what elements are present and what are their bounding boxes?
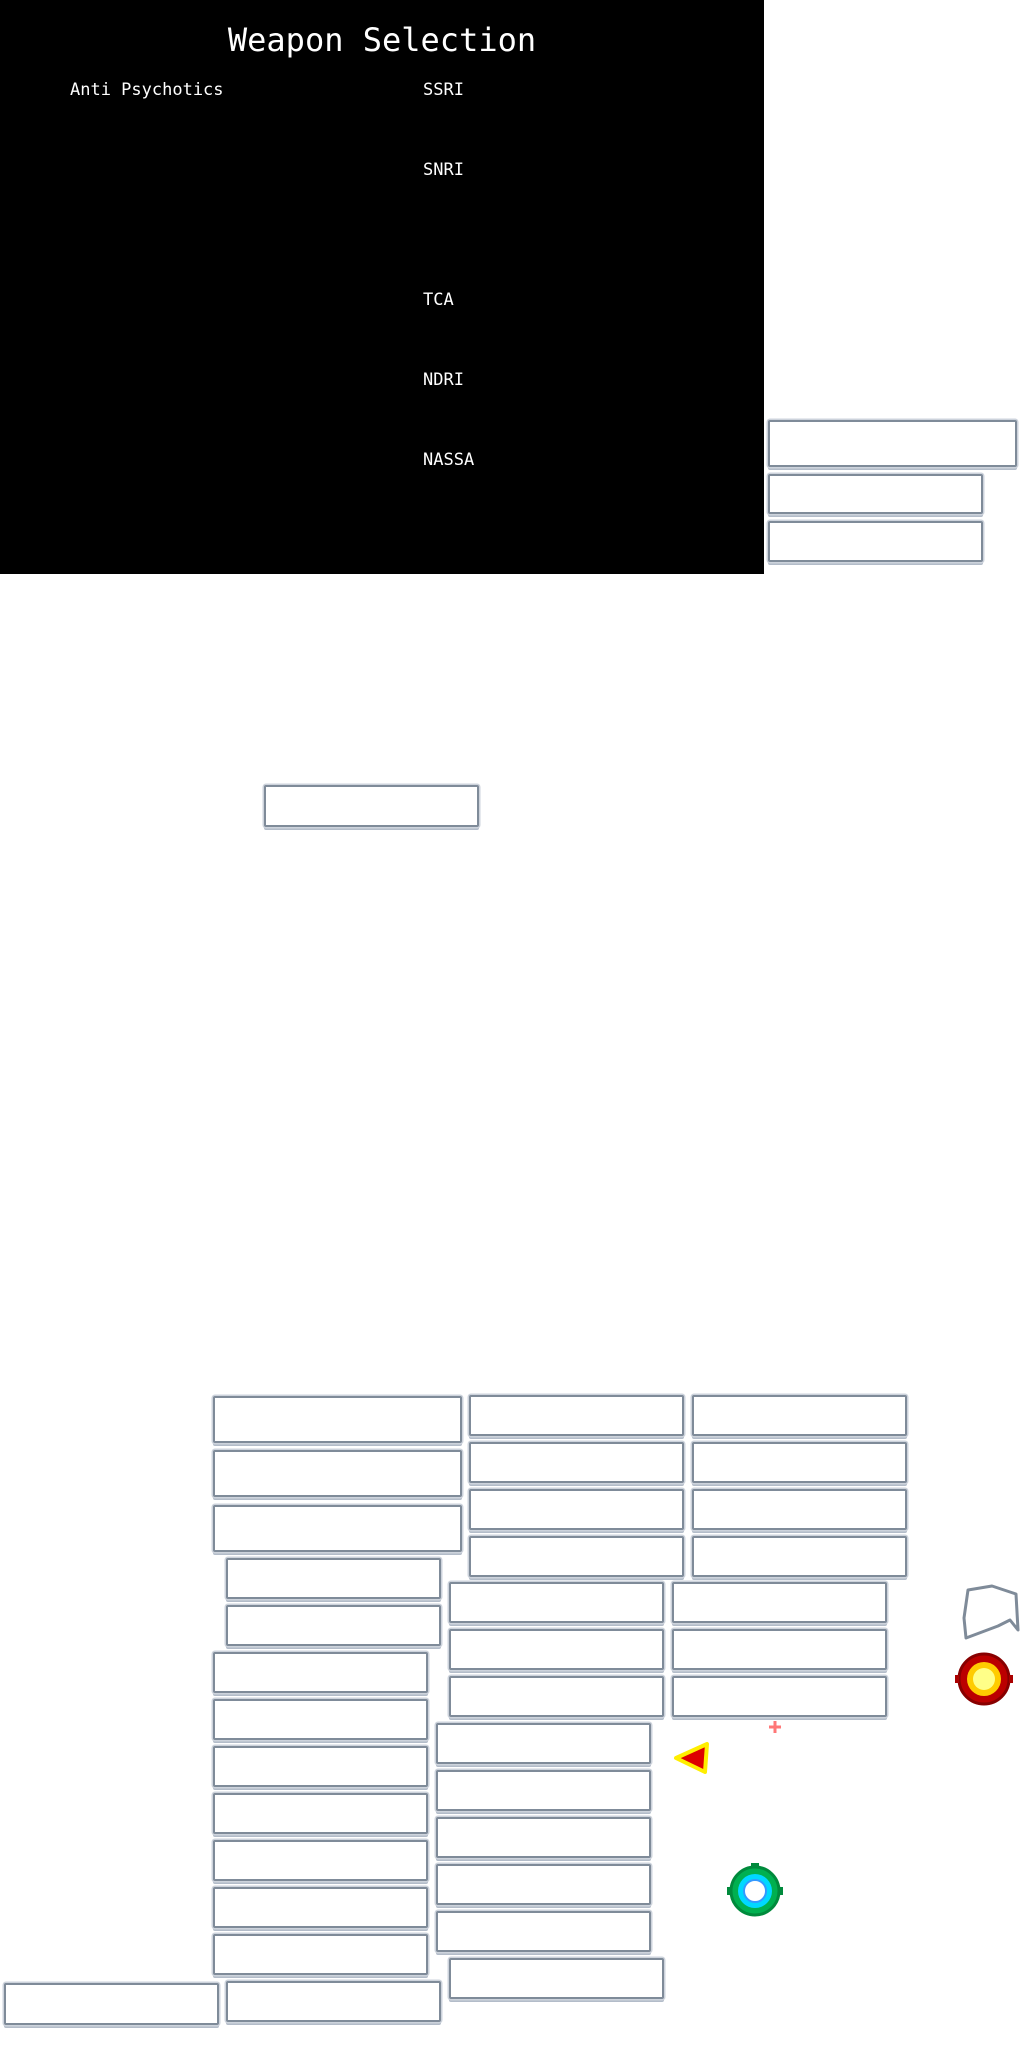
wall-block [469,1489,684,1530]
wall-block [436,1911,651,1952]
wall-block [692,1395,907,1436]
weapon-selection-panel: Weapon Selection Anti Psychotics SSRI SN… [0,0,764,574]
wall-block [672,1629,887,1670]
wall-block [226,1558,441,1599]
wall-block [469,1395,684,1436]
wall-block [768,521,983,562]
wall-block [213,1652,428,1693]
wall-block [213,1396,462,1443]
small-pink-cross-icon [769,1721,781,1733]
red-triangle-arrow-icon[interactable] [673,1741,711,1775]
wall-block [692,1536,907,1577]
wall-block [449,1582,664,1623]
wall-block [449,1676,664,1717]
wall-block [672,1582,887,1623]
wall-block [213,1934,428,1975]
wall-block [4,1983,219,2025]
menu-title: Weapon Selection [227,21,537,59]
wall-block [692,1489,907,1530]
wall-block [768,420,1017,467]
wall-block [436,1723,651,1764]
wall-block [213,1699,428,1740]
option-tca[interactable]: TCA [423,290,454,310]
wall-block [213,1450,462,1497]
wall-block [768,474,983,514]
grey-pentagon-outline-icon [962,1584,1020,1640]
wall-block [213,1793,428,1834]
wall-block [226,1981,441,2022]
option-nassa[interactable]: NASSA [423,450,475,470]
wall-block [436,1770,651,1811]
wall-block [469,1536,684,1577]
wall-block [213,1505,462,1552]
option-ndri[interactable]: NDRI [423,370,464,390]
wall-block [449,1958,664,1999]
wall-block [672,1676,887,1717]
wall-block [692,1442,907,1483]
wall-block [213,1746,428,1787]
red-gold-ring-icon[interactable] [955,1650,1013,1708]
option-ssri[interactable]: SSRI [423,80,464,100]
wall-block [436,1817,651,1858]
wall-block [213,1887,428,1928]
wall-block [264,785,479,827]
wall-block [213,1840,428,1881]
wall-block [226,1605,441,1646]
wall-block [449,1629,664,1670]
wall-block [469,1442,684,1483]
wall-block [436,1864,651,1905]
option-anti-psychotics[interactable]: Anti Psychotics [70,80,224,100]
option-snri[interactable]: SNRI [423,160,464,180]
green-cyan-ring-icon[interactable] [727,1863,783,1919]
